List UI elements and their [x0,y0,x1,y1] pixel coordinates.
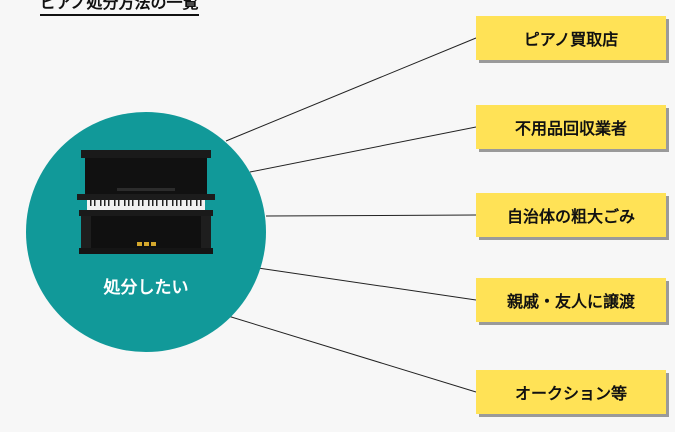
connector-line-4 [257,267,477,301]
connector-line-2 [249,126,477,173]
connector-line-1 [225,37,477,142]
method-label: 親戚・友人に譲渡 [506,292,635,311]
connector-line-3 [265,214,477,217]
connector-line-5 [227,315,477,393]
method-box-municipal-bulky-waste: 自治体の粗大ごみ [476,193,666,237]
method-box-junk-collector: 不用品回収業者 [476,105,666,149]
method-label: ピアノ買取店 [523,30,619,49]
method-label: 不用品回収業者 [514,119,627,138]
center-label: 処分したい [103,278,189,298]
page-title: ピアノ処分方法の一覧 [40,0,199,16]
method-box-piano-buyer: ピアノ買取店 [476,16,666,60]
method-label: オークション等 [514,384,627,403]
method-box-give-to-relatives: 親戚・友人に譲渡 [476,278,666,322]
upright-piano-icon [77,150,215,254]
method-label: 自治体の粗大ごみ [506,207,635,226]
method-box-auction: オークション等 [476,370,666,414]
